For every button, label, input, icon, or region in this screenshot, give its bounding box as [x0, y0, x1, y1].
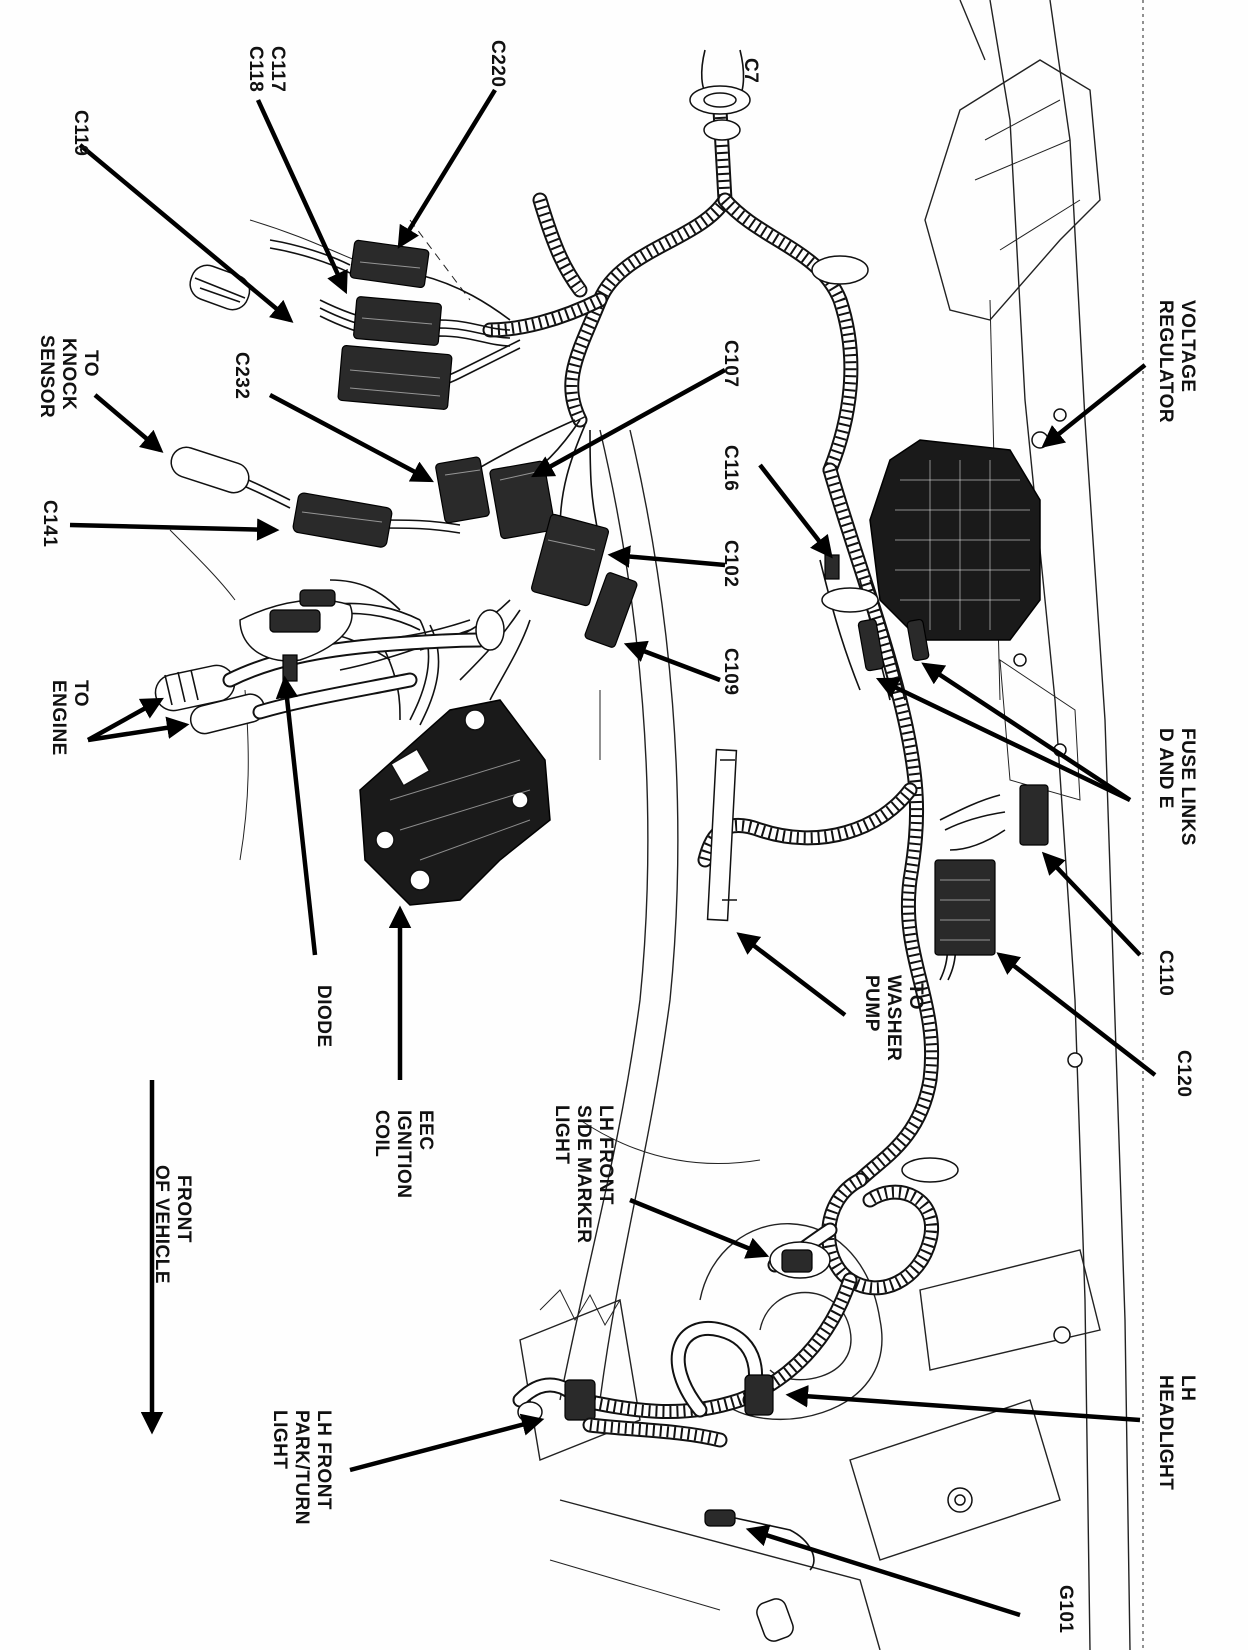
- diode-component: [282, 654, 298, 682]
- eec-ignition-coil: [359, 699, 551, 906]
- connector-c107: [489, 460, 556, 540]
- label-to-washer-pump-3: PUMP: [861, 975, 882, 1032]
- label-to-washer-pump-1: TO: [905, 983, 926, 1010]
- label-front-of-vehicle-1: FRONT: [173, 1175, 194, 1243]
- label-lh-front-park-turn-3: LIGHT: [269, 1410, 290, 1470]
- label-lh-headlight-2: HEADLIGHT: [1155, 1375, 1176, 1490]
- label-front-of-vehicle-2: OF VEHICLE: [151, 1165, 172, 1284]
- grommet: [689, 85, 751, 141]
- fuse-link-d: [857, 618, 885, 672]
- g101-ground: [704, 1487, 973, 1642]
- fuse-link-e: [906, 618, 930, 662]
- connectors-center: [170, 446, 638, 648]
- label-c117: C117: [267, 46, 288, 92]
- label-lh-front-side-marker-3: LIGHT: [551, 1105, 572, 1165]
- connectors-right: [824, 554, 1049, 956]
- headlight-connector: [744, 1374, 774, 1416]
- label-lh-front-side-marker-2: SIDE MARKER: [573, 1105, 594, 1244]
- label-lh-front-side-marker-1: LH FRONT: [595, 1105, 616, 1205]
- label-lh-front-park-turn-1: LH FRONT: [313, 1410, 334, 1510]
- label-fuse-links-1: FUSE LINKS: [1177, 728, 1198, 846]
- label-c116: C116: [720, 445, 741, 491]
- labels: C220 C117 C118 C119 TO KNOCK SENSOR C232…: [36, 40, 1198, 1633]
- label-to-engine-2: ENGINE: [48, 680, 69, 756]
- label-lh-front-park-turn-2: PARK/TURN: [291, 1410, 312, 1525]
- park-turn-connector: [517, 1379, 728, 1448]
- harness-clips: [475, 255, 959, 1183]
- label-c119: C119: [70, 110, 91, 156]
- label-c232: C232: [231, 352, 252, 399]
- label-diode: DIODE: [313, 985, 334, 1048]
- label-c109: C109: [720, 648, 741, 695]
- label-c7-partial: C7: [740, 58, 761, 83]
- connector-c232: [435, 456, 490, 524]
- label-voltage-regulator-2: REGULATOR: [1155, 300, 1176, 423]
- label-g101: G101: [1055, 1585, 1076, 1633]
- label-c141: C141: [39, 500, 60, 547]
- connector-c109: [584, 572, 638, 648]
- label-to-knock-sensor-1: TO: [80, 350, 101, 377]
- side-marker-connector: [769, 1241, 831, 1279]
- label-to-engine-1: TO: [70, 680, 91, 707]
- label-eec-ignition-coil-1: EEC: [415, 1110, 436, 1151]
- label-c118: C118: [245, 46, 266, 92]
- label-lh-headlight-1: LH: [1177, 1375, 1198, 1401]
- voltage-regulator: [869, 408, 1067, 641]
- connector-c120: [934, 859, 996, 956]
- label-c110: C110: [1155, 950, 1176, 996]
- pointer-lines: [69, 88, 1157, 1618]
- bolts: [1013, 653, 1083, 1344]
- label-c120: C120: [1173, 1050, 1194, 1097]
- label-fuse-links-2: D AND E: [1155, 728, 1176, 809]
- connector-c119: [337, 345, 453, 410]
- label-voltage-regulator-1: VOLTAGE: [1177, 300, 1198, 393]
- label-c107: C107: [720, 340, 741, 387]
- label-c220: C220: [487, 40, 508, 87]
- connector-c141: [292, 492, 393, 548]
- connector-c220: [349, 239, 430, 289]
- connector-c102: [530, 513, 610, 607]
- connector-c110: [1019, 784, 1049, 846]
- label-to-knock-sensor-2: KNOCK: [58, 338, 79, 410]
- label-eec-ignition-coil-2: IGNITION: [393, 1110, 414, 1198]
- label-c102: C102: [720, 540, 741, 587]
- label-to-washer-pump-2: WASHER: [883, 975, 904, 1061]
- engine-connectors: [154, 589, 488, 735]
- connector-c116: [824, 554, 840, 580]
- label-eec-ignition-coil-3: COIL: [371, 1110, 392, 1157]
- label-to-knock-sensor-3: SENSOR: [36, 335, 57, 418]
- connectors-top-left: [189, 239, 453, 410]
